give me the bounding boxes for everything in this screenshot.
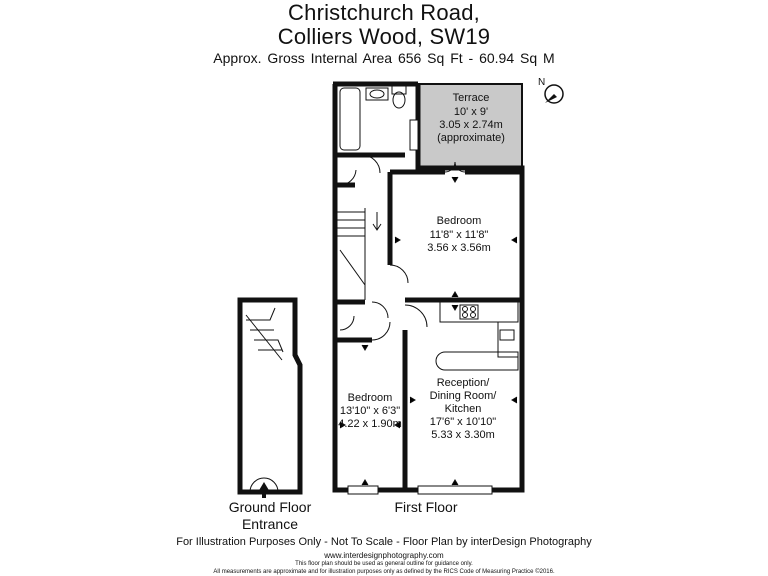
reception-imperial: 17'6" x 10'10" [430, 416, 497, 428]
entrance-label: Entrance [242, 516, 298, 532]
reception-line2: Dining Room/ [430, 390, 498, 402]
terrace-imperial: 10' x 9' [454, 106, 488, 118]
compass-icon [544, 84, 564, 104]
bedroom2-metric: 4.22 x 1.90m [338, 418, 402, 430]
ground-floor-stairs [245, 307, 284, 361]
first-floor-stairs [335, 208, 382, 300]
terrace-note: (approximate) [437, 132, 505, 144]
terrace-door [444, 161, 466, 173]
reception-metric: 5.33 x 3.30m [431, 429, 495, 441]
bedroom1-imperial: 11'8" x 11'8" [430, 229, 489, 241]
entrance-arrow-icon [258, 482, 270, 492]
address-line-2: Colliers Wood, SW19 [277, 24, 491, 49]
terrace-name: Terrace [453, 92, 490, 104]
bath-icon [339, 87, 361, 151]
sink-icon [499, 329, 515, 341]
bedroom2-imperial: 13'10" x 6'3" [340, 405, 400, 417]
ground-floor-label: Ground Floor [229, 499, 312, 515]
kitchen-units [435, 302, 519, 371]
bedroom2-door [371, 321, 391, 341]
terrace-area [417, 83, 523, 169]
small-cupboard-door [339, 315, 355, 331]
first-floor-label: First Floor [395, 499, 458, 515]
ground-floor-wall [237, 297, 303, 495]
bedroom1-metric: 3.56 x 3.56m [427, 242, 491, 254]
bedroom-door [389, 264, 409, 284]
terrace-metric: 3.05 x 2.74m [439, 119, 503, 131]
windows [347, 119, 493, 495]
breakfast-bar [435, 351, 519, 371]
hob-icon [459, 304, 479, 320]
footer-note-1: This floor plan should be used as genera… [295, 561, 473, 567]
address-line-1: Christchurch Road, [288, 0, 480, 25]
entrance-door [249, 477, 279, 493]
basin-icon [365, 87, 389, 101]
cupboard-wall [335, 152, 360, 188]
bathroom-door [361, 154, 381, 174]
compass-label: N [538, 77, 545, 88]
dimension-ticks [339, 176, 518, 486]
footer-website: www.interdesignphotography.com [324, 551, 444, 560]
reception-line3: Kitchen [445, 403, 482, 415]
toilet-icon [391, 85, 407, 95]
landing-door [371, 301, 389, 319]
gross-area: Approx. Gross Internal Area 656 Sq Ft - … [213, 50, 555, 66]
bedroom2-name: Bedroom [348, 392, 393, 404]
kitchen-door [404, 304, 428, 328]
bedroom1-name: Bedroom [437, 215, 482, 227]
reception-line1: Reception/ [437, 377, 491, 389]
footer-note-2: All measurements are approximate and for… [213, 569, 555, 575]
bedroom-wall [387, 169, 522, 265]
footer-disclaimer: For Illustration Purposes Only - Not To … [176, 536, 592, 548]
cupboard-door [339, 169, 357, 186]
